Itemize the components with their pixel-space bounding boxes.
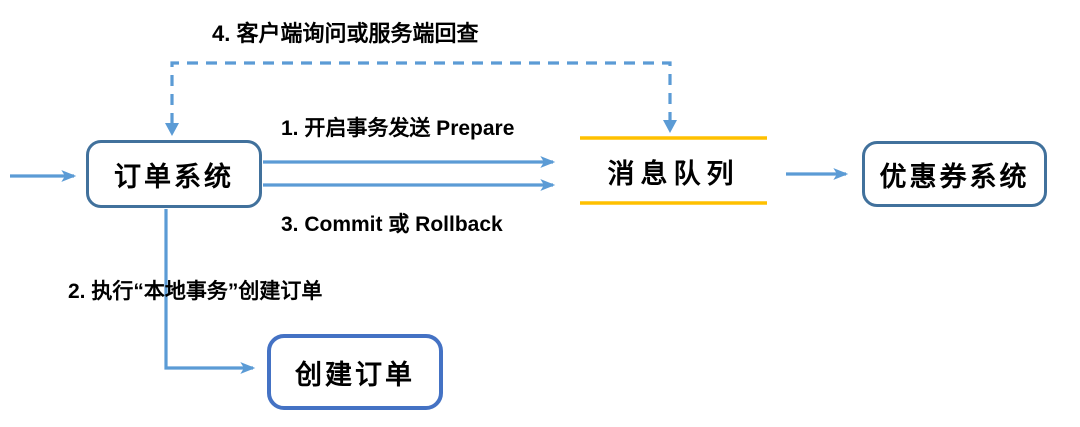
coupon-system-label: 优惠券系统 <box>879 161 1030 192</box>
step3-commit-rollback-label: 3. Commit 或 Rollback <box>281 213 503 236</box>
checkback-arrowhead-order <box>165 123 179 136</box>
checkback-arrowhead-queue <box>663 120 677 133</box>
checkback-dashed-line <box>170 61 672 124</box>
create-order-node: 创建订单 <box>267 334 443 410</box>
message-queue-node: 消息队列 <box>580 139 767 203</box>
step1-prepare-label: 1. 开启事务发送 Prepare <box>281 117 515 140</box>
step4-checkback-label: 4. 客户端询问或服务端回查 <box>212 21 479 46</box>
order-system-label: 订单系统 <box>114 161 234 192</box>
create-order-label: 创建订单 <box>295 359 415 390</box>
message-queue-label: 消息队列 <box>607 158 740 189</box>
coupon-system-node: 优惠券系统 <box>862 141 1047 207</box>
order-system-node: 订单系统 <box>86 140 262 208</box>
step2-local-transaction-label: 2. 执行“本地事务”创建订单 <box>68 280 323 303</box>
local-transaction-connector <box>164 209 256 374</box>
